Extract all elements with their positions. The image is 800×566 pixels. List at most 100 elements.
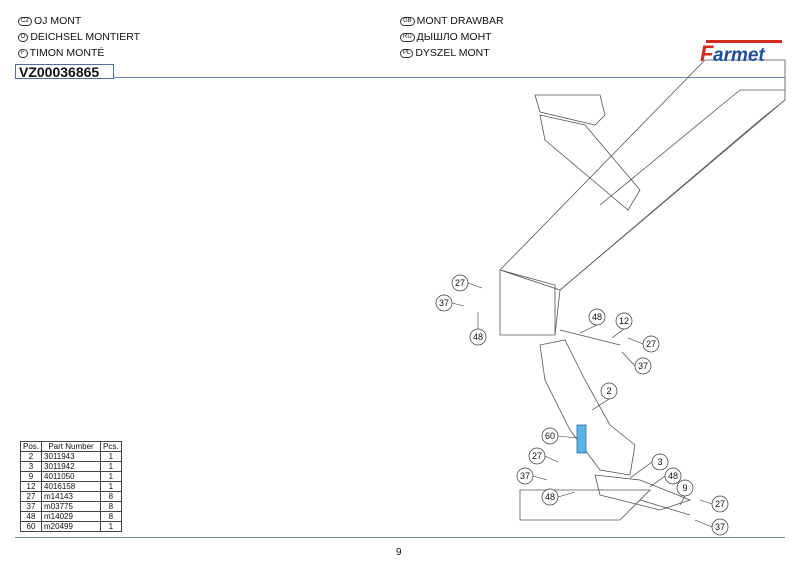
cell-pcs: 1 <box>100 521 122 532</box>
cell-pos: 12 <box>19 481 43 492</box>
title-text: DEICHSEL MONTIERT <box>30 31 141 43</box>
lang-badge-gb: GB <box>400 16 415 26</box>
svg-text:48: 48 <box>592 312 602 322</box>
svg-text:37: 37 <box>638 361 648 371</box>
svg-text:27: 27 <box>455 278 465 288</box>
callout: 37 <box>711 518 729 536</box>
svg-text:48: 48 <box>545 492 555 502</box>
cell-pcs: 1 <box>100 481 122 492</box>
farmet-logo: F armet <box>700 40 782 64</box>
callout: 27 <box>451 274 469 292</box>
cell-part-number: 4011050 <box>41 471 102 482</box>
svg-text:armet: armet <box>713 45 765 64</box>
cell-pos: 60 <box>19 521 43 532</box>
callout: 60 <box>541 427 559 445</box>
hitch-arm <box>519 329 692 521</box>
header-pcs: Pcs. <box>100 441 122 452</box>
cell-part-number: m14143 <box>41 491 102 502</box>
callout: 37 <box>516 467 534 485</box>
svg-text:60: 60 <box>545 431 555 441</box>
cell-pcs: 8 <box>100 501 122 512</box>
svg-text:48: 48 <box>473 332 483 342</box>
callout: 27 <box>642 335 660 353</box>
svg-text:37: 37 <box>439 298 449 308</box>
cell-pos: 37 <box>19 501 43 512</box>
header-pos: Pos. <box>19 441 43 452</box>
svg-text:48: 48 <box>668 471 678 481</box>
callout: 3 <box>651 453 669 471</box>
footer-rule <box>15 537 785 538</box>
lang-badge-cz: CZ <box>18 16 32 26</box>
callout: 12 <box>615 312 633 330</box>
title-text: OJ MONT <box>34 15 82 27</box>
svg-text:12: 12 <box>619 316 629 326</box>
callouts: 27 37 48 48 12 27 37 2 60 27 37 48 3 48 … <box>435 274 729 536</box>
cell-pcs: 1 <box>100 471 122 482</box>
svg-text:2: 2 <box>606 386 611 396</box>
title-text: MONT DRAWBAR <box>416 15 504 27</box>
hose-holder <box>534 94 641 211</box>
svg-text:F: F <box>700 41 714 64</box>
cell-part-number: m20499 <box>41 521 102 532</box>
svg-text:27: 27 <box>532 451 542 461</box>
callout: 37 <box>634 357 652 375</box>
callout: 2 <box>600 382 618 400</box>
svg-text:37: 37 <box>520 471 530 481</box>
cell-pos: 9 <box>19 471 43 482</box>
lang-badge-pl: PL <box>400 48 414 58</box>
cell-part-number: 4016158 <box>41 481 102 492</box>
callout: 27 <box>711 495 729 513</box>
leader-lines <box>451 282 713 528</box>
lang-badge-f: F <box>18 48 28 58</box>
cell-pos: 2 <box>19 451 43 462</box>
cell-pcs: 8 <box>100 511 122 522</box>
svg-text:3: 3 <box>657 457 662 467</box>
svg-text:27: 27 <box>646 339 656 349</box>
cell-part-number: 3011942 <box>41 461 102 472</box>
table-header-row: Pos. Part Number Pcs. <box>19 441 122 452</box>
part-code: VZ00036865 <box>15 64 114 80</box>
cell-pos: 48 <box>19 511 43 522</box>
lang-badge-ru: RU <box>400 32 415 42</box>
cell-pcs: 8 <box>100 491 122 502</box>
spring-part <box>576 424 587 454</box>
lang-badge-d: D <box>18 32 29 42</box>
callout: 27 <box>528 447 546 465</box>
page-number: 9 <box>396 547 402 558</box>
title-text: TIMON MONTÉ <box>29 47 105 59</box>
callout: 48 <box>541 488 559 506</box>
callout: 48 <box>469 328 487 346</box>
callout: 9 <box>676 479 694 497</box>
cell-pcs: 1 <box>100 451 122 462</box>
cell-pos: 3 <box>19 461 43 472</box>
callout: 48 <box>664 467 682 485</box>
cell-part-number: 3011943 <box>41 451 102 462</box>
header-part-number: Part Number <box>41 441 102 452</box>
svg-text:9: 9 <box>682 483 687 493</box>
cell-pcs: 1 <box>100 461 122 472</box>
svg-text:27: 27 <box>715 499 725 509</box>
header-rule <box>15 77 785 78</box>
cell-pos: 27 <box>19 491 43 502</box>
callout: 48 <box>588 308 606 326</box>
title-text: DYSZEL MONT <box>415 47 490 59</box>
cell-part-number: m03775 <box>41 501 102 512</box>
callout: 37 <box>435 294 453 312</box>
